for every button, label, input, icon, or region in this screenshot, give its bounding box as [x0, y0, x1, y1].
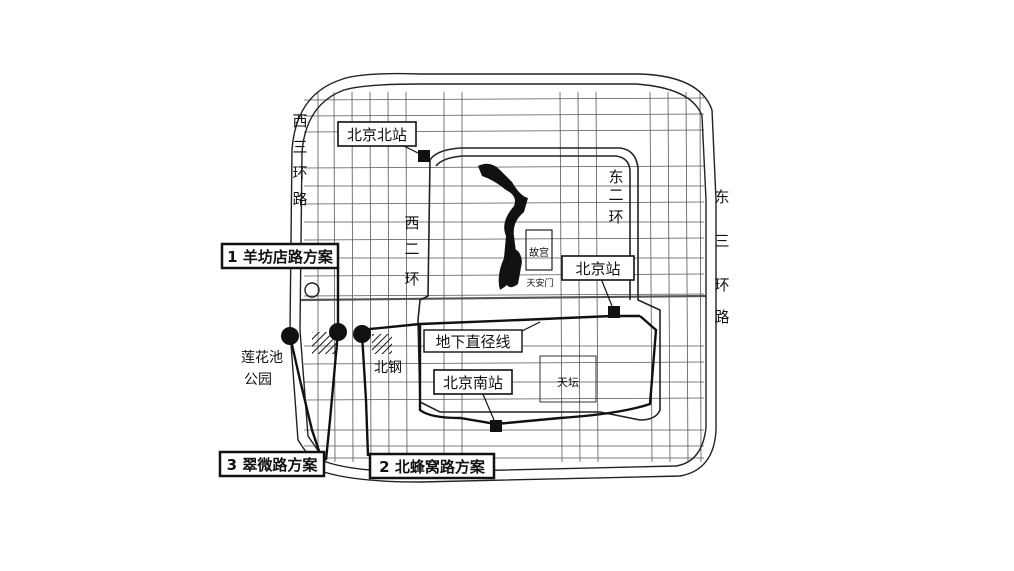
- lakes: [478, 163, 528, 290]
- scheme-2-label: 2 北蜂窝路方案: [379, 458, 486, 476]
- svg-text:东: 东: [608, 168, 623, 186]
- street-line: [299, 294, 707, 302]
- svg-text:环: 环: [608, 208, 623, 226]
- third-ring-road: [289, 72, 717, 483]
- tunnel-line-south: [418, 315, 658, 426]
- forbidden-city-block: [525, 229, 553, 271]
- street-line: [405, 91, 408, 463]
- east-second-ring-label: 东 二 环: [608, 168, 623, 226]
- scheme-2-terminal: [353, 325, 371, 343]
- park-marker: [304, 282, 320, 298]
- street-line: [649, 91, 653, 463]
- palace-label: 故宫: [529, 246, 549, 259]
- svg-text:路: 路: [714, 308, 729, 326]
- street-line: [303, 361, 705, 365]
- park-label-line1: 莲花池: [241, 350, 283, 366]
- west-second-ring-label: 西 二 环: [404, 214, 419, 288]
- hatched-area-right: [372, 334, 392, 354]
- svg-text:东: 东: [714, 188, 729, 206]
- north-station-marker: [418, 150, 430, 162]
- street-line: [667, 91, 671, 463]
- south-station-leader: [481, 391, 495, 421]
- svg-text:西: 西: [292, 112, 307, 130]
- south-station-marker: [490, 420, 502, 432]
- south-station-box: [433, 369, 513, 395]
- street-line: [303, 97, 705, 101]
- street-line: [559, 91, 563, 463]
- svg-text:三: 三: [292, 138, 307, 156]
- svg-text:环: 环: [714, 276, 729, 294]
- svg-text:三: 三: [714, 232, 729, 250]
- tunnel-label-leader: [519, 321, 541, 333]
- scheme-2-box: [368, 452, 496, 480]
- street-line: [387, 91, 390, 463]
- street-line: [351, 91, 354, 463]
- tunnel-label: 地下直径线: [435, 333, 510, 351]
- tunnel-label-box: [423, 329, 523, 353]
- street-line: [303, 237, 705, 241]
- street-line: [369, 91, 372, 463]
- central-station-marker: [608, 306, 620, 318]
- street-line: [333, 91, 336, 463]
- central-station-label: 北京站: [575, 260, 620, 278]
- route-scheme-3b: [324, 331, 340, 461]
- beigang-label: 北钢: [374, 360, 402, 376]
- third-ring-road-inner: [299, 83, 707, 473]
- tiananmen-label: 天安门: [526, 277, 553, 289]
- street-line: [303, 397, 705, 401]
- scheme-3-box: [218, 450, 326, 478]
- street-line: [685, 91, 689, 463]
- svg-text:二: 二: [404, 240, 419, 258]
- street-line: [699, 91, 702, 463]
- svg-text:环: 环: [404, 270, 419, 288]
- scheme-3-label: 3 翠微路方案: [227, 456, 319, 474]
- south-station-label: 北京南站: [443, 374, 503, 392]
- central-station-leader: [599, 275, 613, 307]
- second-ring-road: [417, 147, 661, 421]
- scheme-3-terminal: [281, 327, 299, 345]
- west-third-ring-label: 西 三 环 路: [292, 112, 307, 208]
- svg-text:路: 路: [292, 190, 307, 208]
- scheme-1-terminal: [329, 323, 347, 341]
- route-scheme-2: [360, 333, 370, 457]
- central-station-box: [561, 255, 635, 281]
- temple-of-heaven-label: 天坛: [557, 376, 579, 389]
- svg-text:二: 二: [608, 186, 623, 204]
- street-line: [303, 165, 705, 169]
- tunnel-line: [359, 314, 640, 332]
- route-scheme-3: [288, 335, 324, 461]
- park-label-line2: 公园: [244, 372, 272, 388]
- street-line: [303, 113, 705, 117]
- scheme-1-label: 1 羊坊店路方案: [227, 248, 334, 266]
- svg-text:环: 环: [292, 164, 307, 182]
- scheme-1-box: [220, 242, 340, 270]
- svg-text:西: 西: [404, 214, 419, 232]
- street-line: [303, 201, 705, 205]
- north-station-box: [337, 121, 417, 147]
- second-ring-road-inner: [435, 155, 631, 300]
- temple-of-heaven-block: [539, 355, 597, 403]
- north-station-label: 北京北站: [347, 126, 407, 144]
- east-third-ring-label: 东 三 环 路: [714, 188, 729, 326]
